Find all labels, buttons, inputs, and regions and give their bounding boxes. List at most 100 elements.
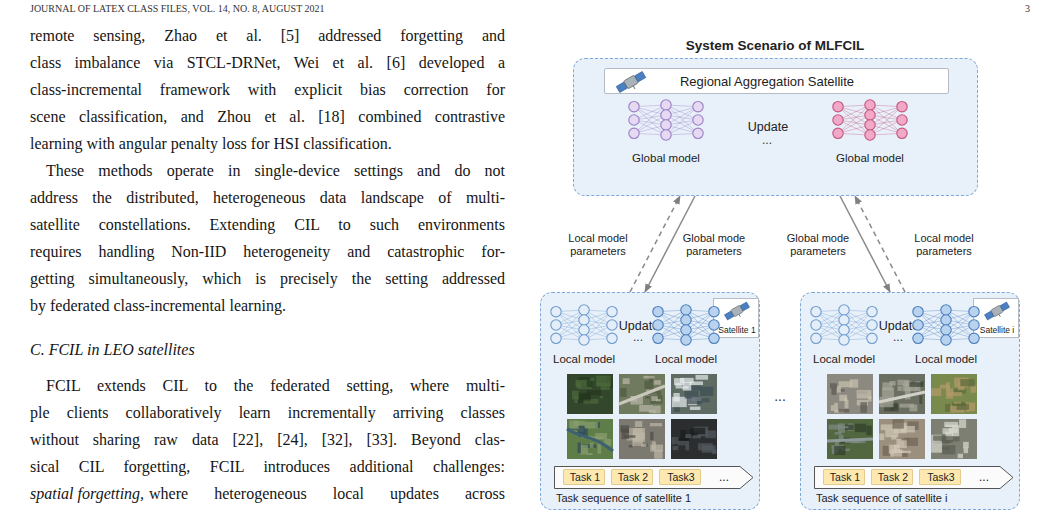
- image-tile-part: [672, 437, 679, 444]
- network-icon-part: [897, 128, 907, 138]
- image-tile-part: [827, 419, 873, 459]
- image-tile-part: [860, 402, 867, 413]
- image-tile-part: [619, 374, 665, 414]
- satellite-icon-part: [999, 314, 1000, 317]
- image-tile-part: [964, 448, 968, 454]
- cluster-box: UpdateRegional Aggregation SatelliteGlob…: [573, 58, 978, 196]
- network-icon-part: [867, 306, 877, 316]
- satellite-images: [827, 374, 977, 459]
- image-tile-part: [945, 436, 960, 441]
- page-number: 3: [990, 3, 1030, 14]
- network-icon: [811, 305, 877, 345]
- image-tile-part: [909, 382, 922, 387]
- task-box: Task3: [659, 469, 701, 485]
- image-tile: [619, 374, 665, 414]
- image-tile-part: [931, 388, 941, 396]
- network-icon: [833, 100, 907, 140]
- image-tile-part: [595, 433, 607, 439]
- network-icon-part: [661, 130, 671, 140]
- body-text: class imbalance via STCL-DRNet, Wei et a…: [30, 53, 505, 73]
- task-arrow: ...Task sequence of satellite 1Task 1Tas…: [554, 466, 754, 510]
- connector-label: Global mode parameters: [780, 232, 856, 258]
- image-tile-part: [919, 395, 922, 403]
- connector-label: Global mode parameters: [676, 232, 752, 258]
- network-icon-part: [865, 110, 875, 120]
- network-icon-part: [681, 335, 691, 345]
- image-tile-part: [931, 442, 942, 453]
- page-header: JOURNAL OF LATEX CLASS FILES, VOL. 14, N…: [30, 3, 325, 14]
- network-icon-part: [833, 101, 843, 111]
- body-text: learning with angular penalty loss for H…: [30, 134, 392, 154]
- network-icon-part: [897, 115, 907, 125]
- network-icon-part: [839, 315, 849, 325]
- image-tile-part: [587, 453, 592, 455]
- network-icon-part: [661, 120, 671, 130]
- image-tile: [619, 419, 665, 459]
- image-tile-part: [585, 422, 598, 429]
- image-tile-part: [600, 396, 603, 398]
- image-tile-part: [567, 429, 613, 451]
- ellipsis: ...: [623, 330, 653, 344]
- model-icon: Global model: [823, 98, 917, 168]
- image-tile-part: [943, 428, 953, 434]
- task-box-text: Task3: [660, 470, 702, 485]
- model-icon-text: Local model: [799, 353, 889, 367]
- image-tile-part: [891, 435, 896, 439]
- image-tile-part: [625, 435, 636, 438]
- model-icon: Global model: [619, 98, 713, 168]
- model-icon: Local model: [804, 303, 884, 369]
- image-tile-part: [945, 404, 951, 412]
- image-tile-part: [672, 446, 678, 450]
- network-icon-part: [867, 333, 877, 343]
- image-tile-part: [671, 419, 717, 459]
- model-icon-text: Global model: [818, 152, 922, 166]
- image-tile-part: [839, 409, 850, 412]
- aggregation-box-text: Regional Aggregation Satellite: [642, 74, 892, 90]
- model-icon: Local model: [646, 303, 726, 369]
- network-icon-part: [811, 320, 821, 330]
- image-tile: [671, 419, 717, 459]
- image-tile-part: [855, 424, 866, 433]
- image-tile-part: [678, 441, 689, 446]
- body-text: remote sensing, Zhao et al. [5] addresse…: [30, 26, 505, 46]
- section-heading: C. FCIL in LEO satellites: [30, 340, 195, 360]
- image-tile-part: [898, 386, 902, 391]
- body-text: ple clients collaboratively learn increm…: [30, 403, 505, 423]
- network-icon-part: [865, 130, 875, 140]
- image-tile-part: [829, 425, 841, 430]
- body-text: where heterogeneous local updates across: [149, 484, 505, 504]
- image-tile-part: [597, 443, 601, 454]
- image-tile-part: [700, 387, 713, 396]
- body-text: requires handling Non-IID heterogeneity …: [30, 242, 505, 262]
- model-icon-text: Local model: [539, 353, 629, 367]
- cluster-box: UpdateSatellite iLocal modelLocal model.…: [800, 292, 1020, 510]
- image-tile-part: [590, 378, 594, 381]
- image-tile-part: [596, 376, 611, 387]
- image-tile-part: [883, 382, 893, 390]
- task-box: Task 2: [611, 469, 653, 485]
- image-tile-part: [841, 389, 845, 391]
- image-tile-part: [866, 426, 871, 436]
- task-arrow-text: Task sequence of satellite i: [816, 492, 1016, 505]
- network-icon-part: [579, 325, 589, 335]
- image-tile-part: [635, 421, 642, 427]
- network-icon-part: [579, 305, 589, 315]
- image-tile: [827, 419, 873, 459]
- image-tile: [827, 374, 873, 414]
- network-icon-part: [941, 325, 951, 335]
- network-icon-part: [629, 115, 639, 125]
- satellite-icon-part: [731, 305, 744, 317]
- image-tile-part: [970, 386, 976, 393]
- body-text: class-incremental framework with explici…: [30, 80, 505, 100]
- network-icon-part: [551, 306, 561, 316]
- image-tile-part: [575, 380, 586, 387]
- task-arrow-text: ...: [969, 466, 999, 488]
- network-icon-part: [941, 305, 951, 315]
- image-tile-part: [645, 381, 654, 389]
- network-icon: [913, 305, 979, 345]
- image-tile-part: [643, 376, 654, 379]
- image-tile-part: [685, 434, 691, 438]
- network-icon-part: [629, 101, 639, 111]
- network-icon-part: [839, 305, 849, 315]
